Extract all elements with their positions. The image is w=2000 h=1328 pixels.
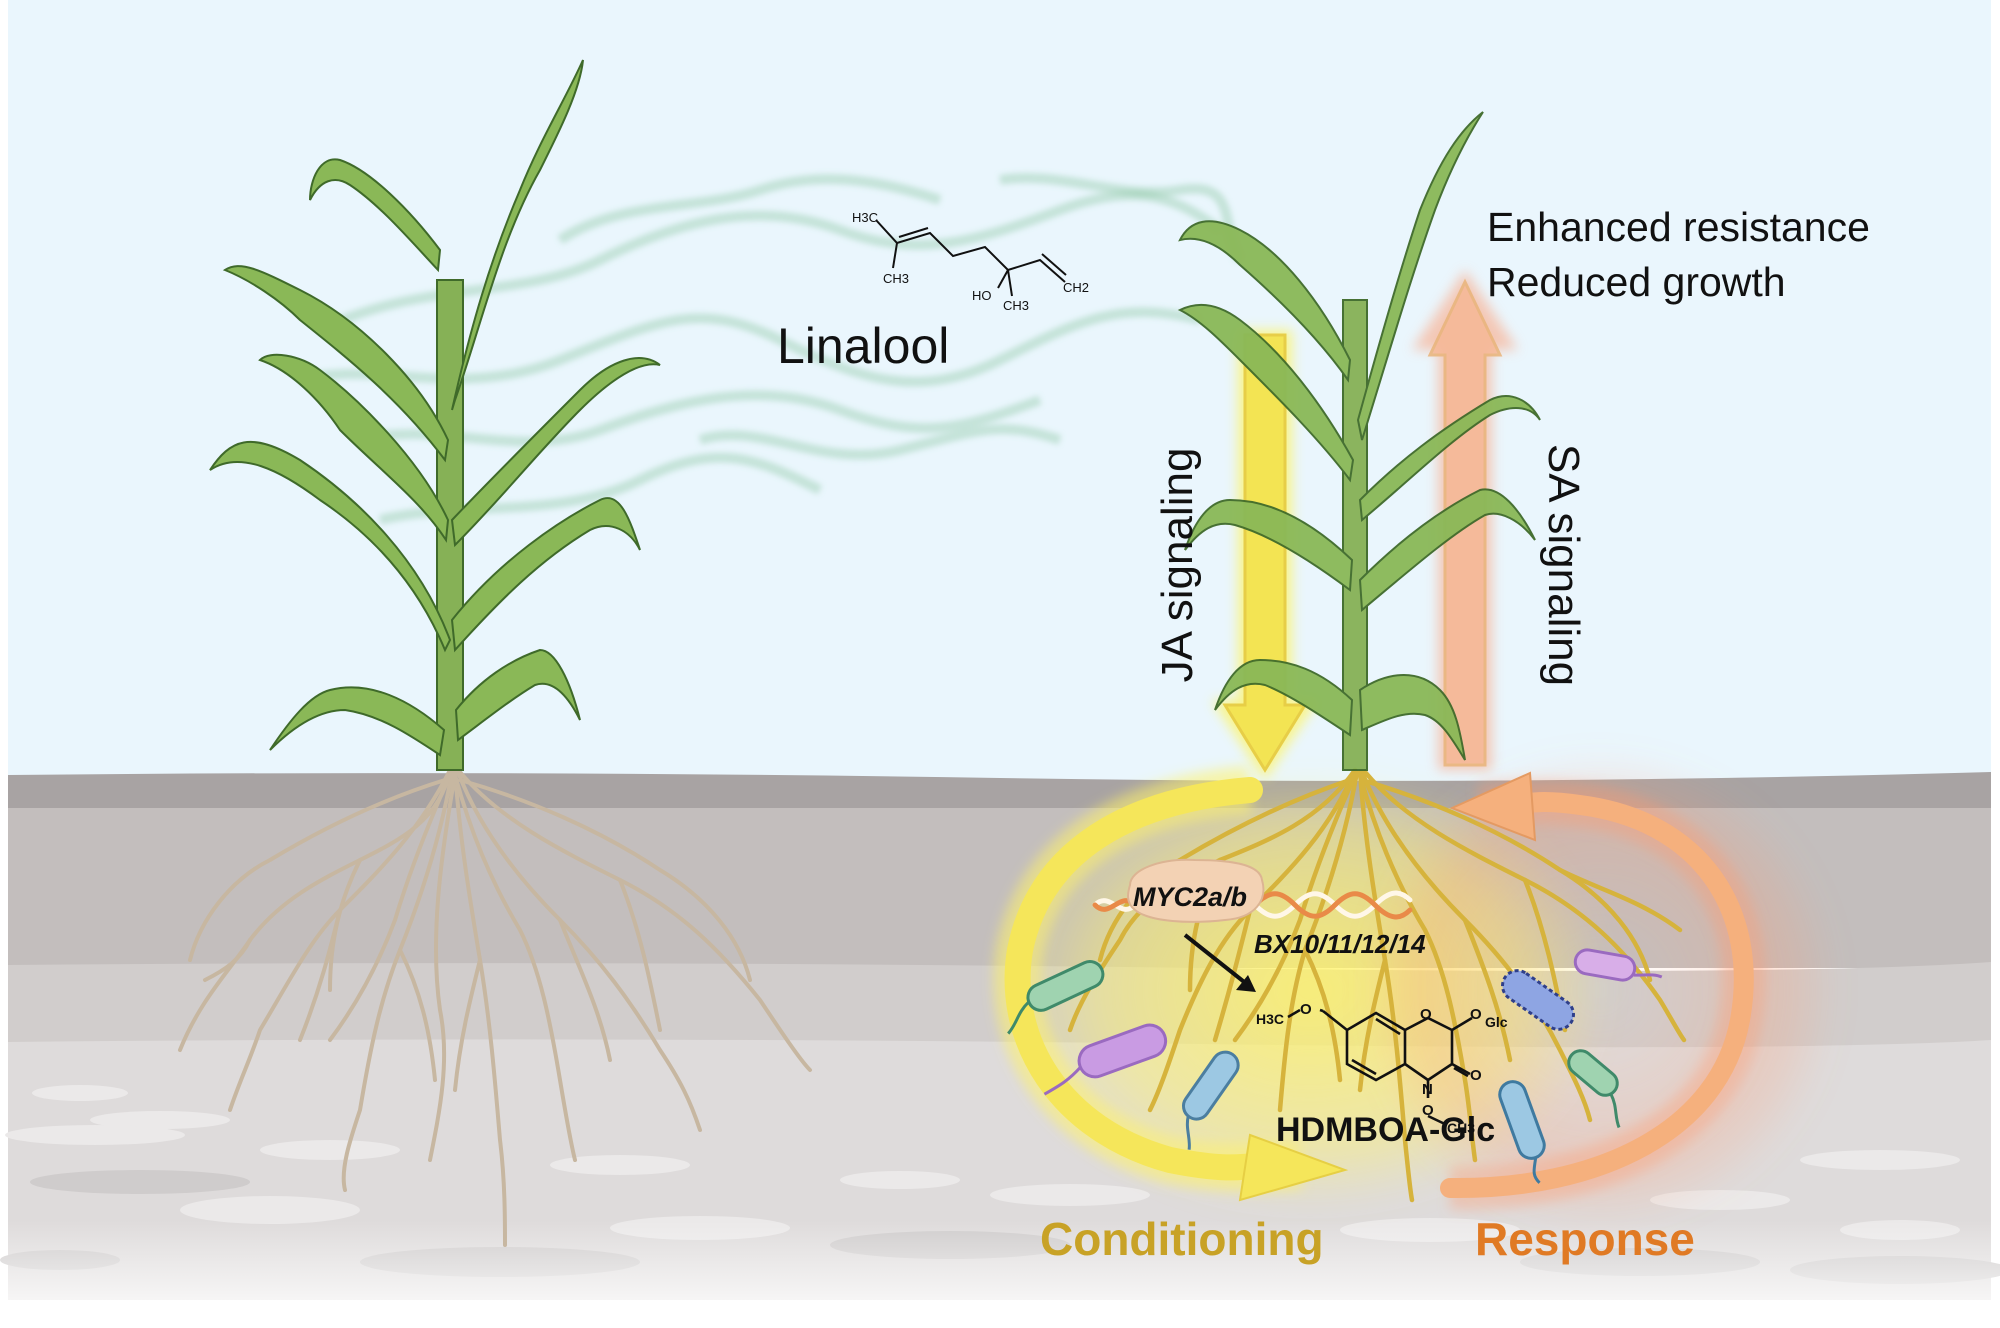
linalool-label: Linalool (777, 318, 950, 374)
bacterium-purple (1043, 1023, 1168, 1096)
regulation-arrow (1183, 933, 1256, 992)
leaf (450, 497, 641, 653)
bacterium-lilac (1573, 948, 1663, 982)
leaf (1358, 488, 1536, 613)
sky-background (8, 0, 1991, 790)
atom-label: CH2 (1063, 280, 1089, 295)
ja-signaling-label: JA signaling (1153, 447, 1202, 683)
conditioning-label: Conditioning (1040, 1213, 1324, 1265)
linalool-atoms: H3C CH3 HO CH3 CH2 (852, 210, 1089, 313)
myc2-protein-blob (1127, 858, 1265, 923)
atom-label: O (1470, 1067, 1482, 1084)
leaf (451, 59, 584, 411)
leaf (1356, 111, 1484, 441)
bacterium-blue (1181, 1050, 1240, 1150)
outcome-labels: Enhanced resistance Reduced growth (1487, 200, 1870, 310)
atom-label: CH3 (1003, 298, 1029, 313)
atom-label: N (1422, 1081, 1433, 1098)
leaf (1177, 303, 1355, 483)
bacterium-green (1007, 959, 1105, 1035)
leaf (1214, 658, 1354, 737)
leaf (450, 357, 661, 548)
myc2-label: MYC2a/b (1133, 882, 1248, 912)
atom-label: H3C (852, 210, 878, 225)
maize-plant-conditioned (1177, 111, 1541, 771)
hdmboa-glc-label: HDMBOA-Glc (1276, 1111, 1496, 1149)
atom-label: O (1470, 1006, 1482, 1023)
bx-genes-label: BX10/11/12/14 (1254, 929, 1426, 959)
linalool-structure (875, 219, 1067, 297)
soil-bottom-fade (0, 1220, 2000, 1328)
response-label: Response (1475, 1213, 1695, 1265)
leaf (1184, 498, 1354, 592)
soil-microbes (1007, 948, 1663, 1184)
maize-plant-untreated (209, 59, 661, 771)
response-loop-arrow (1440, 771, 1766, 1211)
leaf (1178, 220, 1352, 383)
leaf (1358, 395, 1541, 522)
atom-label: O (1422, 1102, 1434, 1119)
atom-label: CH3 (883, 271, 909, 286)
atom-label: H3C (1256, 1011, 1284, 1027)
leaf (269, 686, 446, 757)
leaf (454, 648, 581, 742)
atom-label: O (1300, 1001, 1312, 1018)
leaf (309, 158, 442, 273)
roots-untreated (178, 768, 812, 1247)
leaf (209, 441, 452, 653)
outcome-enhanced-resistance: Enhanced resistance (1487, 204, 1870, 250)
hdmboa-glc-atoms: H3C O O O Glc N O O CH3 (1256, 1001, 1508, 1136)
bacterium-teal (1498, 1080, 1546, 1184)
outcome-reduced-growth: Reduced growth (1487, 259, 1786, 305)
conditioning-loop-arrow (993, 766, 1349, 1202)
atom-label: HO (972, 288, 992, 303)
leaf (222, 265, 450, 463)
sa-signaling-label: SA signaling (1539, 443, 1588, 687)
atom-label: Glc (1485, 1014, 1508, 1030)
bacterium-pili (1501, 969, 1575, 1031)
atom-label: O (1420, 1006, 1432, 1023)
hdmboa-glc-structure (1287, 1008, 1473, 1127)
leaf (1358, 674, 1466, 761)
atom-label: CH3 (1447, 1120, 1475, 1136)
bacterium-green-2 (1567, 1049, 1621, 1129)
leaf (258, 353, 450, 543)
